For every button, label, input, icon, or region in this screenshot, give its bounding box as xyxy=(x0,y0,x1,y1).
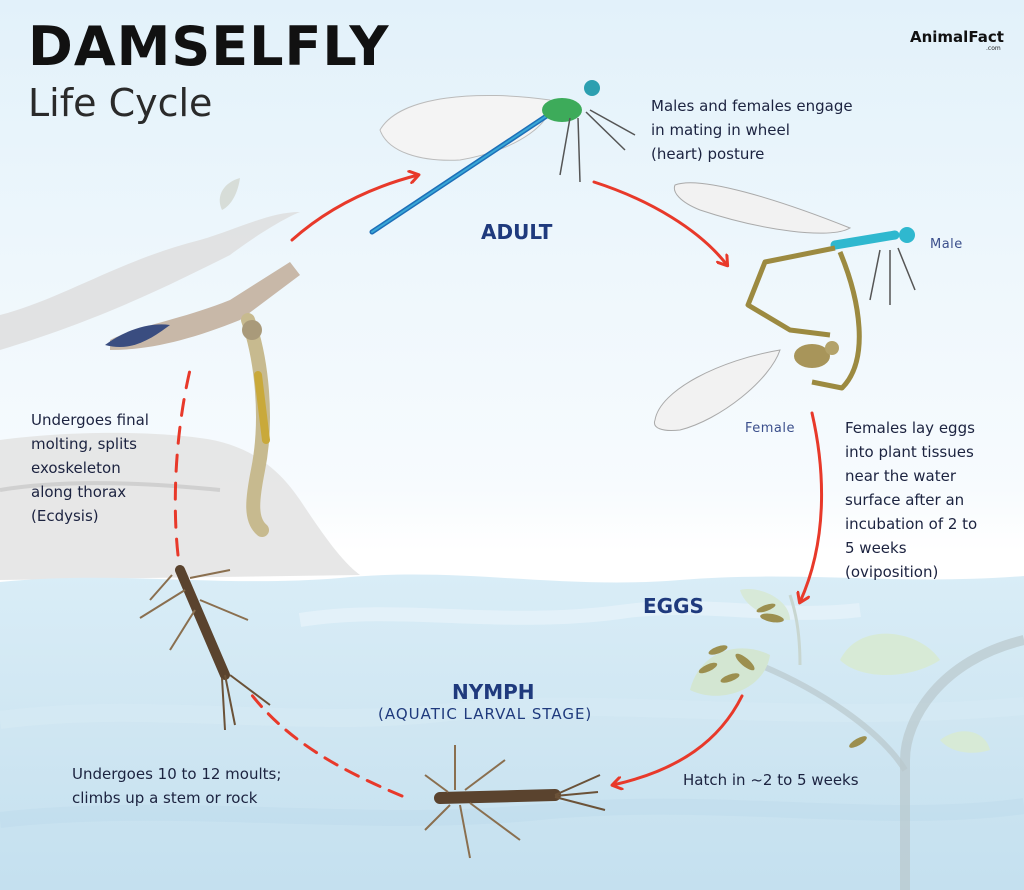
arrow-adult-to-mating xyxy=(592,180,727,265)
arrow-nymph-to-climb xyxy=(246,688,404,798)
page-title: DAMSELFLY xyxy=(28,15,390,78)
description-moults: Undergoes 10 to 12 moults; climbs up a s… xyxy=(72,765,282,807)
arrow-emergence-to-adult xyxy=(290,175,418,242)
description-hatch: Hatch in ~2 to 5 weeks xyxy=(683,771,859,789)
swimming-nymph-illustration xyxy=(424,745,606,859)
stage-sublabel-nymph: (AQUATIC LARVAL STAGE) xyxy=(378,705,593,723)
emerging-damselfly-illustration xyxy=(105,262,300,537)
mating-pair-illustration xyxy=(653,182,916,431)
description-ecdysis: Undergoes final molting, splits exoskele… xyxy=(31,411,149,525)
page-subtitle: Life Cycle xyxy=(28,81,213,125)
label-male: Male xyxy=(930,237,963,252)
label-female: Female xyxy=(745,421,796,436)
climbing-nymph-illustration xyxy=(139,565,271,731)
stage-label-adult: ADULT xyxy=(481,220,553,244)
cycle-arrows xyxy=(173,175,824,798)
brand-logo: AnimalFact xyxy=(910,28,1004,46)
rock-shape xyxy=(0,178,360,580)
aquatic-plant xyxy=(690,589,1024,890)
description-mating: Males and females engage in mating in wh… xyxy=(651,97,853,163)
arrow-mating-to-eggs xyxy=(800,411,824,602)
arrow-climb-to-ecdysis xyxy=(173,368,192,557)
stage-label-nymph: NYMPH xyxy=(452,680,535,704)
stage-label-eggs: EGGS xyxy=(643,594,704,618)
adult-damselfly-illustration xyxy=(369,80,636,235)
brand-logo-domain: .com xyxy=(986,45,1001,52)
arrow-eggs-to-nymph xyxy=(613,694,744,785)
description-oviposition: Females lay eggs into plant tissues near… xyxy=(845,419,978,581)
